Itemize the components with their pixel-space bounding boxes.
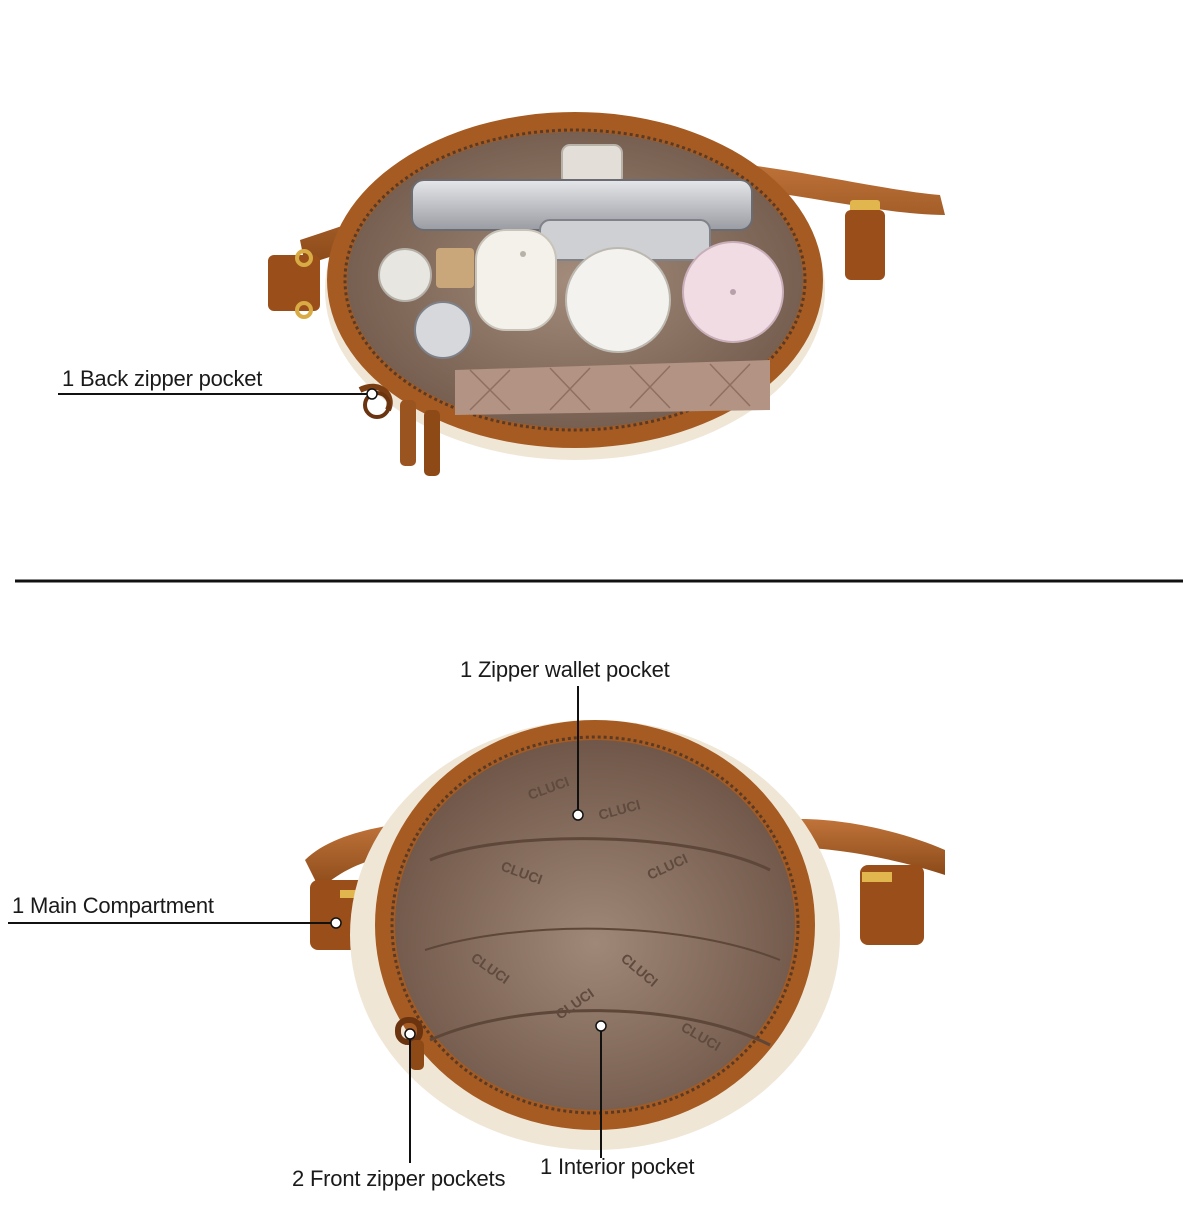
compact [378, 248, 432, 302]
top-bag [268, 112, 945, 476]
round-bottle [414, 301, 472, 359]
label-interior-pocket: 1 Interior pocket [540, 1154, 695, 1179]
label-front-zipper-pockets: 2 Front zipper pockets [292, 1166, 506, 1191]
strap-tab-right [860, 865, 924, 945]
label-zipper-wallet-pocket: 1 Zipper wallet pocket [460, 657, 670, 682]
callout-dot [404, 1028, 416, 1040]
label-back-zipper-pocket: 1 Back zipper pocket [62, 366, 263, 391]
callout-dot [595, 1020, 607, 1032]
lotion-bottle [475, 229, 557, 331]
zipper-pull [424, 410, 440, 476]
callout-dot [330, 917, 342, 929]
shoulder-strap [300, 158, 945, 265]
callout-dot [572, 809, 584, 821]
bottom-bag: CLUCI CLUCI CLUCI CLUCI CLUCI CLUCI CLUC… [305, 720, 945, 1150]
lipstick [436, 248, 474, 288]
label-main-compartment: 1 Main Compartment [12, 893, 214, 918]
callout-dot [366, 388, 378, 400]
strap-tab-left [268, 255, 320, 311]
zipper-pull [400, 400, 416, 466]
bag-lining [395, 740, 795, 1110]
quilted-pouch [455, 360, 770, 415]
cream-jar [565, 247, 671, 353]
